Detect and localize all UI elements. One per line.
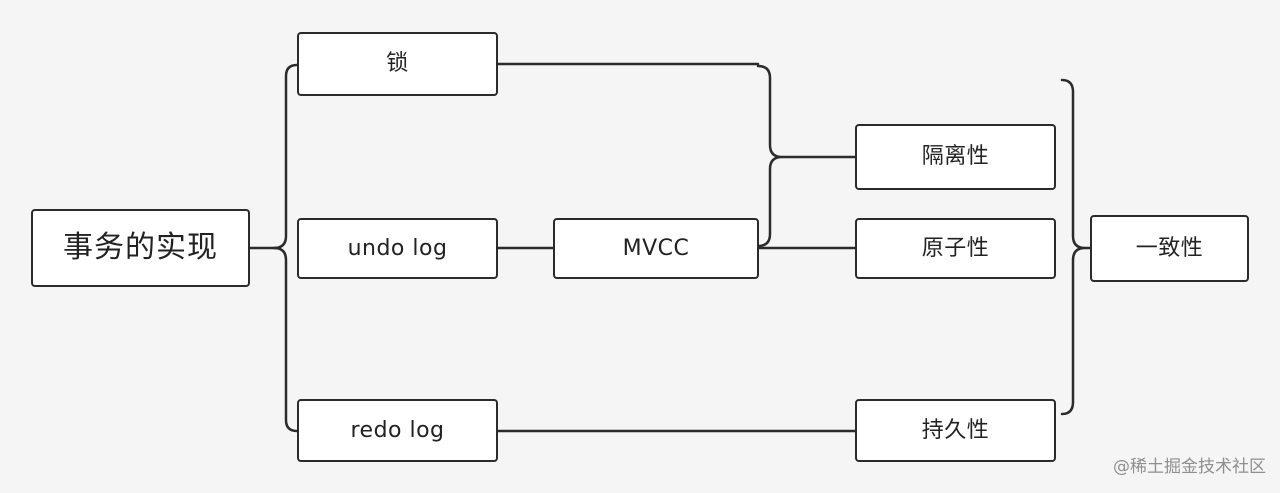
node-transaction-implementation: 事务的实现 (31, 209, 250, 287)
node-undo-log: undo log (297, 218, 498, 279)
node-label: 隔离性 (921, 144, 990, 169)
node-label: 事务的实现 (63, 230, 218, 265)
node-label: redo log (350, 417, 445, 443)
node-label: 一致性 (1135, 235, 1204, 261)
node-isolation: 隔离性 (855, 124, 1056, 190)
node-label: 原子性 (921, 235, 990, 261)
node-label: MVCC (622, 235, 690, 261)
node-label: 持久性 (921, 417, 990, 443)
node-mvcc: MVCC (553, 218, 759, 279)
bracket-consistency (1060, 78, 1092, 416)
node-label: undo log (347, 235, 448, 261)
node-durability: 持久性 (855, 399, 1056, 462)
watermark-text: @稀土掘金技术社区 (1113, 457, 1266, 477)
bracket-isolation (756, 64, 858, 248)
node-atomicity: 原子性 (855, 218, 1056, 279)
node-lock: 锁 (297, 32, 498, 96)
node-consistency: 一致性 (1090, 215, 1249, 282)
bracket-root-branches (272, 63, 299, 433)
node-redo-log: redo log (297, 399, 498, 462)
node-label: 锁 (386, 51, 409, 76)
